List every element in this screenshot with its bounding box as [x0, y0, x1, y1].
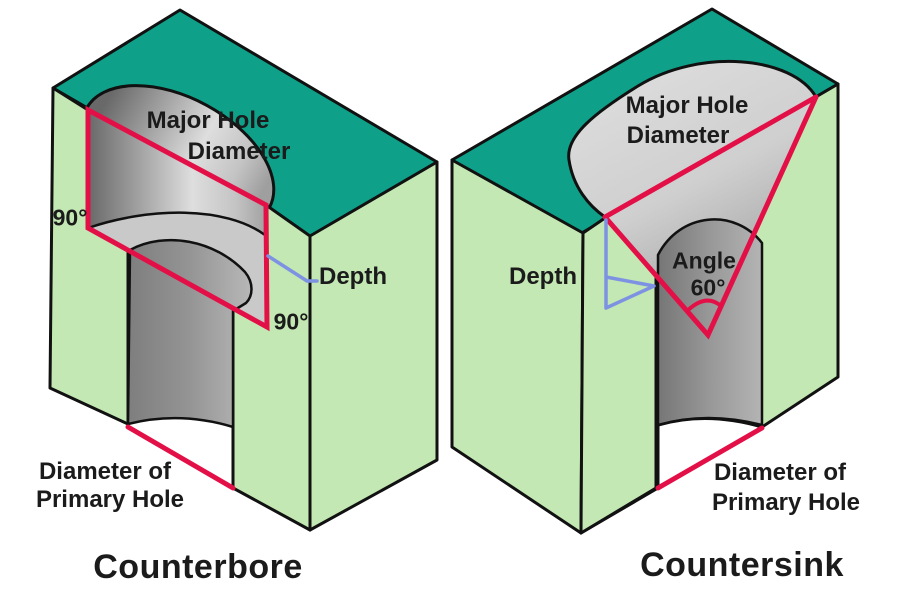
counterbore-right-face	[308, 160, 439, 532]
countersink-figure	[450, 7, 840, 535]
counterbore-primary-diameter-label-line2: Primary Hole	[35, 486, 185, 513]
counterbore-angle-bottom-label: 90°	[273, 308, 309, 335]
counterbore-title: Counterbore	[93, 548, 303, 586]
countersink-angle-label-line2: 60°	[690, 274, 726, 301]
countersink-title: Countersink	[640, 546, 844, 584]
countersink-angle-label-line1: Angle	[672, 247, 736, 274]
counterbore-primary-diameter-label-line1: Diameter of	[38, 458, 172, 485]
countersink-major-hole-label-line1: Major Hole	[625, 92, 749, 119]
counterbore-inner-wall	[86, 108, 268, 237]
counterbore-figure	[48, 8, 439, 532]
counterbore-primary-diameter-line	[125, 424, 236, 491]
countersink-primary-diameter-label-line2: Primary Hole	[711, 489, 861, 516]
countersink-depth-label: Depth	[509, 263, 577, 290]
countersink-inner-cut-face	[579, 216, 658, 535]
counterbore-angle-top-label: 90°	[52, 204, 88, 231]
counterbore-depth-leader	[266, 254, 319, 283]
countersink-primary-diameter-label-line1: Diameter of	[713, 459, 847, 486]
countersink-cone-rim	[567, 60, 818, 219]
countersink-cone-section-lines	[602, 94, 819, 340]
countersink-depth-indicator	[604, 218, 656, 310]
countersink-major-diameter-line	[602, 94, 819, 220]
counterbore-major-hole-label-line1: Major Hole	[146, 107, 270, 134]
counterbore-primary-hole-cylinder	[126, 238, 253, 429]
countersink-primary-diameter-line	[655, 425, 765, 491]
countersink-major-hole-label-line2: Diameter	[626, 122, 730, 149]
counterbore-major-hole-label-line2: Diameter	[187, 138, 291, 165]
countersink-angle-arc	[685, 298, 723, 313]
counterbore-section-outline-red	[85, 105, 270, 332]
counterbore-depth-label: Depth	[319, 263, 387, 290]
